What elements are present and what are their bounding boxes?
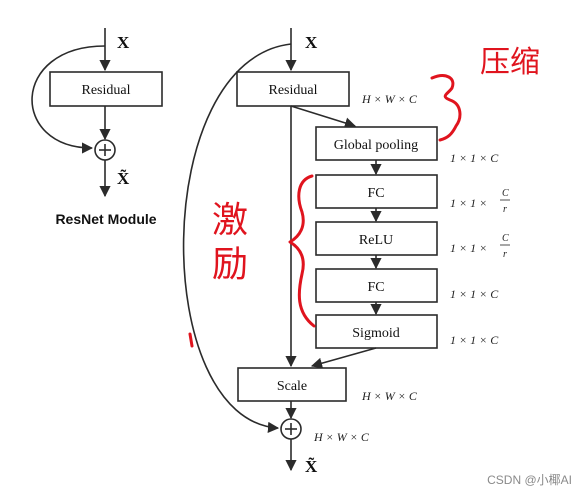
dim-relu-den: r [503,249,507,260]
dim-relu-prefix: 1 × 1 × [450,241,487,255]
resnet-input-label: X [117,33,130,52]
scale-box [237,367,347,402]
resnet-module: X Residual X̃ ResNet Module [31,28,163,227]
global-pooling-box [315,126,438,161]
fc1-label: FC [367,186,384,201]
squeeze-label: 压缩 [480,45,540,80]
se-skip-connection [182,43,292,433]
se-residual-box [236,71,350,107]
fc2-label: FC [367,280,384,295]
se-input-label: X [305,33,318,52]
global-pooling-label: Global pooling [334,138,418,153]
dim-sigmoid: 1 × 1 × C [450,333,499,347]
sigmoid-box [315,314,438,349]
scale-label: Scale [277,379,307,394]
dim-fc1-num: C [502,188,509,199]
resnet-residual-box [49,71,163,107]
dim-residual: H × W × C [361,92,418,106]
dim-fc1-den: r [503,204,507,215]
annotations: 压缩 激 励 [188,45,540,348]
se-output-label: X̃ [305,456,318,476]
dim-relu-num: C [502,233,509,244]
se-residual-label: Residual [269,83,318,98]
red-tick [188,332,194,348]
relu-box [315,221,438,256]
fc2-box [315,268,438,303]
se-module: X Residual H × W × C Global pooling 1 × … [182,28,510,476]
dim-fc1-prefix: 1 × 1 × [450,196,487,210]
dim-pooling: 1 × 1 × C [450,151,499,165]
sigmoid-label: Sigmoid [352,326,399,341]
sigmoid-to-scale [310,347,377,369]
excitation-brace [288,174,316,328]
skip-connection [31,45,106,154]
dim-sum: H × W × C [313,430,370,444]
excitation-label-2: 励 [212,244,248,285]
watermark: CSDN @小椰AI [487,472,572,487]
dim-fc2: 1 × 1 × C [450,287,499,301]
squeeze-brace [430,74,462,142]
excitation-label-1: 激 [212,200,248,241]
resnet-caption: ResNet Module [55,211,156,227]
branch-to-pooling [290,105,357,129]
resnet-residual-label: Residual [82,83,131,98]
relu-label: ReLU [359,233,393,248]
resnet-output-label: X̃ [117,168,130,188]
dim-scale: H × W × C [361,389,418,403]
